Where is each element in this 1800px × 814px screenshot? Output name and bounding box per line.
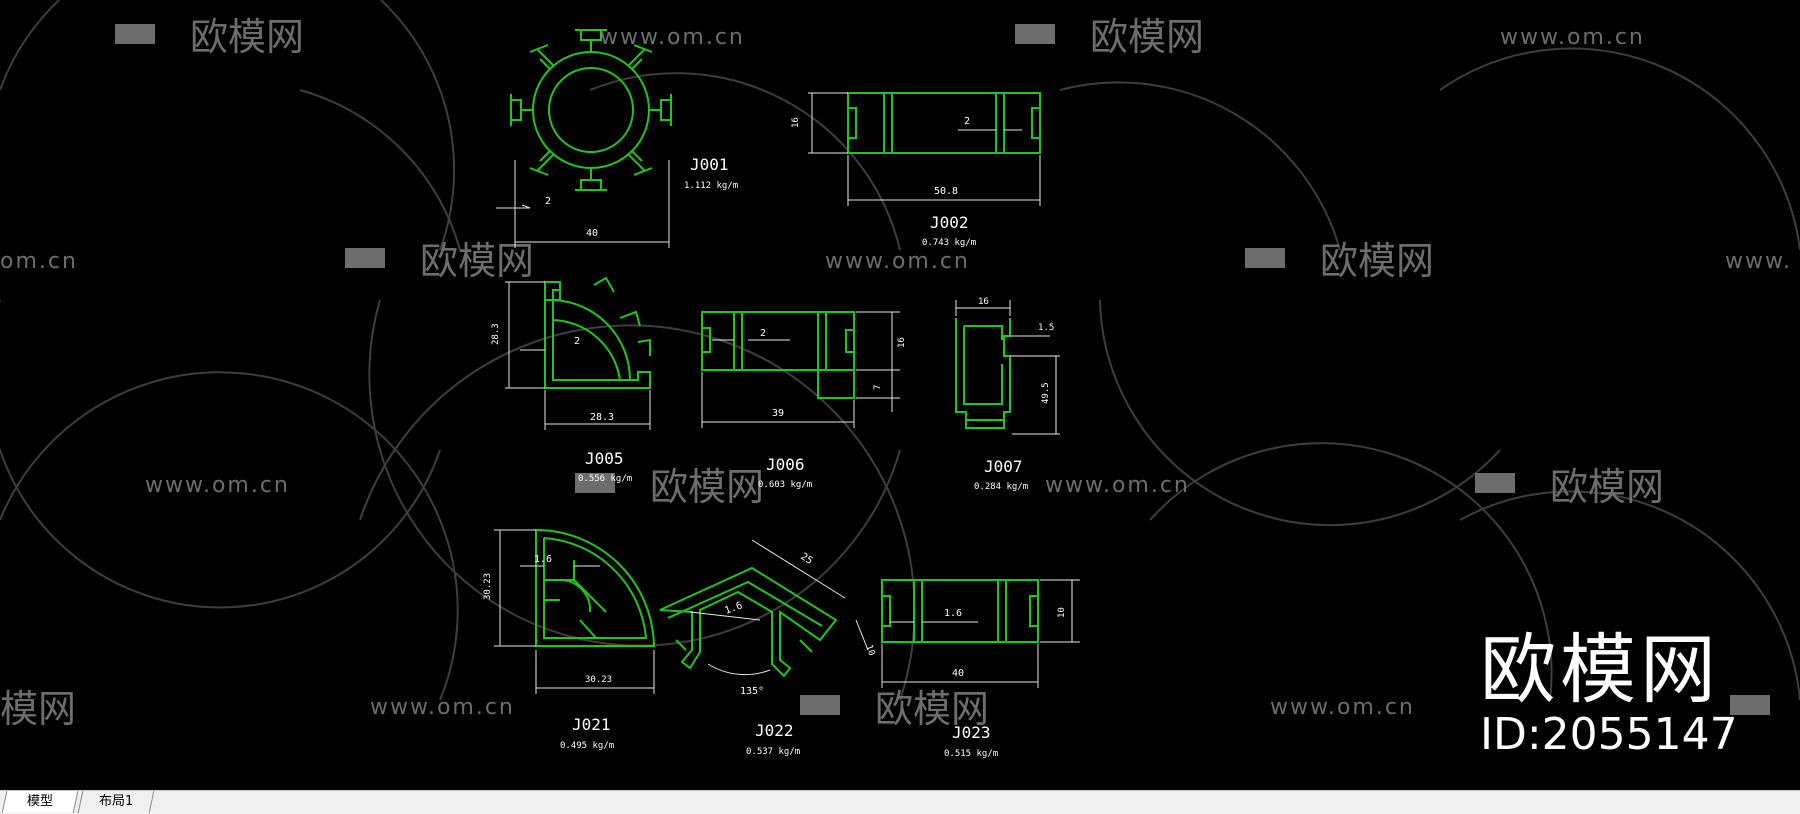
profile-weight: 0.284 kg/m [974, 482, 1028, 492]
profile-weight: 0.515 kg/m [944, 749, 998, 759]
dim-label: 28.3 [590, 412, 614, 423]
tab-layout1-label: 布局1 [98, 794, 134, 809]
dim-label: 50.8 [934, 186, 958, 197]
dim-label: 7 [873, 385, 883, 390]
watermark-url: www.om.cn [600, 25, 745, 50]
dim-label: 30.23 [483, 573, 493, 600]
watermark-url: www.om.cn [825, 249, 970, 274]
watermark-brand: 欧模网 [1320, 239, 1434, 283]
watermark-brand: 欧模网 [1090, 15, 1204, 59]
watermark-brand: 欧模网 [875, 687, 989, 731]
dim-label: 135° [740, 686, 764, 697]
profile-name: J006 [766, 455, 805, 474]
dim-label: 39 [772, 408, 784, 419]
watermark-url: www.om.cn [370, 695, 515, 720]
id-stamp: 欧模网 ID:2055147 [1480, 630, 1740, 760]
profile-j023[interactable]: 1.6 10 40 J023 0.515 kg/m [881, 579, 1080, 759]
profile-weight: 0.603 kg/m [758, 480, 812, 490]
profile-name: J007 [984, 457, 1023, 476]
profile-name: J021 [572, 715, 611, 734]
dim-label: 25 [798, 551, 814, 567]
profile-name: J005 [585, 449, 624, 468]
watermark-url: www.om.cn [145, 473, 290, 498]
dim-label: 2 [574, 336, 580, 347]
watermark-brand: 欧模网 [650, 465, 764, 509]
profile-j005[interactable]: 28.3 2 28.3 J005 0.556 kg/m [491, 276, 651, 484]
profile-j002[interactable]: 16 2 50.8 J002 0.743 kg/m [791, 92, 1041, 248]
layout-tab-bar: 模型 布局1 [0, 790, 1800, 814]
profile-name: J023 [952, 723, 991, 742]
watermark-layer: 欧模网 欧模网 欧模网 欧模网 欧模网 欧模网 [0, 0, 1800, 731]
brand-name: 欧模网 [1480, 625, 1720, 714]
watermark-logo [1730, 695, 1770, 715]
dim-label: 16 [897, 337, 907, 348]
tab-model-label: 模型 [26, 794, 53, 809]
watermark-brand-fragment: 模网 [0, 687, 76, 731]
watermark-url: www.om.cn [1045, 473, 1190, 498]
dim-label: 10 [1057, 607, 1067, 618]
cad-model-space[interactable]: 欧模网 欧模网 欧模网 欧模网 欧模网 欧模网 [0, 0, 1800, 790]
profile-weight: 0.743 kg/m [922, 238, 976, 248]
watermark-brand: 欧模网 [190, 15, 304, 59]
profile-name: J022 [755, 721, 794, 740]
profile-j022[interactable]: 25 1.6 10 135° J022 0.537 kg/m [659, 539, 876, 757]
dim-label: 2 [545, 196, 551, 207]
profile-weight: 0.495 kg/m [560, 741, 614, 751]
watermark-brand: 欧模网 [1550, 465, 1664, 509]
dim-label: 10 [863, 644, 876, 658]
watermark-url-fragment: www. [1725, 249, 1792, 274]
profile-name: J001 [690, 155, 729, 174]
dim-label: 16 [978, 297, 989, 307]
dim-label: 2 [964, 116, 970, 127]
watermark-logo: 欧模网 [115, 15, 304, 59]
watermark-url: www.om.cn [1270, 695, 1415, 720]
dim-label: 1.5 [1038, 323, 1054, 333]
watermark-logo: 欧模网 [1245, 239, 1434, 283]
dim-label: 16 [791, 117, 801, 128]
watermark-logo: 欧模网 [1015, 15, 1204, 59]
watermark-logo: 欧模网 [345, 239, 534, 283]
dim-label: 1.6 [534, 554, 552, 565]
profile-weight: 0.537 kg/m [746, 747, 800, 757]
watermark-logo: 欧模网 [575, 465, 764, 509]
profile-j006[interactable]: 2 16 7 39 J006 0.603 kg/m [701, 311, 907, 490]
dim-label: 2 [760, 328, 766, 339]
profile-j021[interactable]: 30.23 1.6 30.23 J021 0.495 kg/m [483, 528, 656, 751]
dim-label: 1.6 [723, 600, 744, 617]
dim-label: 40 [952, 668, 964, 679]
watermark-url-fragment: om.cn [0, 249, 78, 274]
drawing-canvas[interactable]: 欧模网 欧模网 欧模网 欧模网 欧模网 欧模网 [0, 0, 1800, 790]
dim-label: 1.6 [944, 608, 962, 619]
dim-label: 40 [586, 228, 598, 239]
dim-label: 49.5 [1041, 382, 1051, 404]
profile-weight: 0.556 kg/m [578, 474, 632, 484]
profile-j001[interactable]: 2 40 J001 1.112 kg/m [496, 29, 738, 248]
tab-model[interactable]: 模型 [1, 791, 79, 813]
dim-label: 30.23 [585, 675, 612, 685]
watermark-logo: 欧模网 [1475, 465, 1664, 509]
watermark-logo: 欧模网 [800, 687, 989, 731]
tab-layout1[interactable]: 布局1 [77, 791, 155, 813]
asset-id: ID:2055147 [1480, 709, 1738, 760]
watermark-brand: 欧模网 [420, 239, 534, 283]
profile-j007[interactable]: 16 1.5 49.5 J007 0.284 kg/m [955, 297, 1060, 492]
dim-label: 28.3 [491, 323, 501, 345]
watermark-url: www.om.cn [1500, 25, 1645, 50]
profile-weight: 1.112 kg/m [684, 181, 738, 191]
profile-name: J002 [930, 213, 969, 232]
